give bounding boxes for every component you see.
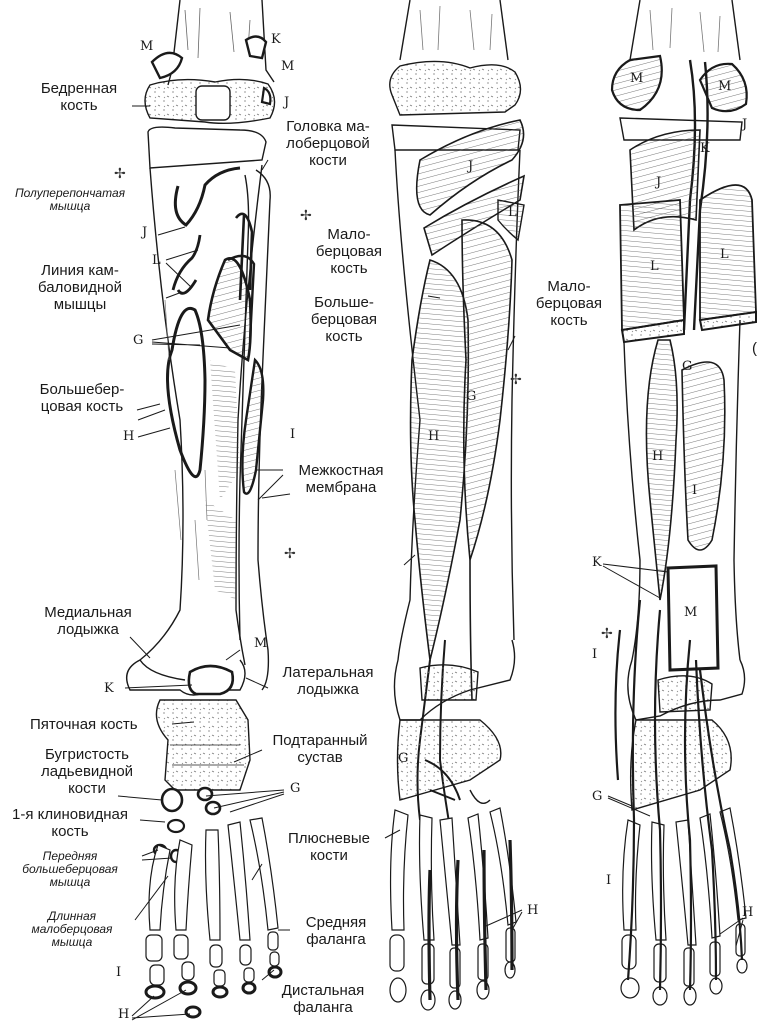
letter-h: H <box>123 430 134 444</box>
letter-m: M <box>281 60 294 74</box>
label-medial-malleolus: Медиальная лодыжка <box>26 604 150 638</box>
letter-h: H <box>428 430 439 444</box>
star-marker: ✢ <box>284 546 296 560</box>
letter-i: I <box>290 428 295 442</box>
label-soleal-line: Линия кам- баловидной мышцы <box>22 262 138 313</box>
letter-m: M <box>718 80 731 94</box>
letter-h: H <box>742 906 753 920</box>
letter-g: G <box>398 752 408 766</box>
star-marker: ✢ <box>601 626 613 640</box>
label-tibia-left: Большебер- цовая кость <box>26 381 138 415</box>
letter-j: J <box>142 226 147 240</box>
left-figure-skeleton <box>127 0 281 1017</box>
label-fibula-mid: Мало- берцовая кость <box>514 278 624 329</box>
label-distal-phalanx: Дистальная фаланга <box>262 982 384 1016</box>
label-navicular: Бугристость ладьевидной кости <box>24 746 150 797</box>
letter-k: K <box>104 682 114 696</box>
label-femur: Бедренная кость <box>24 80 134 114</box>
letter-i: I <box>606 874 611 888</box>
label-calcaneus: Пяточная кость <box>30 716 170 733</box>
letter-j: J <box>742 118 747 132</box>
letter-k: K <box>592 556 602 570</box>
letter-l: L <box>720 248 729 262</box>
letter-j: J <box>468 160 473 174</box>
label-fibula-head: Головка ма- лоберцовой кости <box>270 118 386 169</box>
letter-j: J <box>284 96 289 110</box>
letter-k: K <box>700 142 710 156</box>
letter-h: H <box>118 1008 129 1022</box>
label-tibia-mid: Больше- берцовая кость <box>292 294 396 345</box>
letter-j: J <box>656 176 661 190</box>
letter-g: G <box>133 334 143 348</box>
letter-g: G <box>592 790 602 804</box>
label-semimembranosus: Полуперепончатая мышца <box>8 187 132 213</box>
label-metatarsal: Плюсневые кости <box>274 830 384 864</box>
letter-h: H <box>652 450 663 464</box>
letter-g: G <box>466 390 476 404</box>
letter-m: M <box>140 40 153 54</box>
edge-fragment: ( <box>752 340 762 357</box>
label-peroneus-longus: Длинная малоберцовая мышца <box>10 910 134 949</box>
letter-k: K <box>271 33 281 47</box>
letter-m: M <box>630 72 643 86</box>
right-figure-deep-muscles <box>612 0 756 1005</box>
label-fibula-left: Мало- берцовая кость <box>310 226 388 277</box>
letter-i: I <box>692 484 697 498</box>
label-subtalar: Подтаранный сустав <box>260 732 380 766</box>
star-marker: ✢ <box>510 372 522 386</box>
letter-i: I <box>592 648 597 662</box>
letter-m: M <box>684 606 697 620</box>
label-lateral-malleolus: Латеральная лодыжка <box>264 664 392 698</box>
letter-m: M <box>254 637 267 651</box>
letter-i: I <box>116 966 121 980</box>
letter-l: L <box>508 206 517 220</box>
letter-g: G <box>682 360 692 374</box>
label-cuneiform: 1-я клиновидная кость <box>0 806 140 840</box>
label-middle-phalanx: Средняя фаланга <box>288 914 384 948</box>
letter-l: L <box>152 254 161 268</box>
middle-figure-muscles <box>390 0 524 1010</box>
star-marker: ✢ <box>300 208 312 222</box>
letter-g: G <box>290 782 300 796</box>
star-marker: ✢ <box>114 166 126 180</box>
letter-l: L <box>650 260 659 274</box>
label-tib-anterior: Передняя большеберцовая мышца <box>0 850 140 889</box>
letter-h: H <box>527 904 538 918</box>
label-interosseous: Межкостная мембрана <box>286 462 396 496</box>
